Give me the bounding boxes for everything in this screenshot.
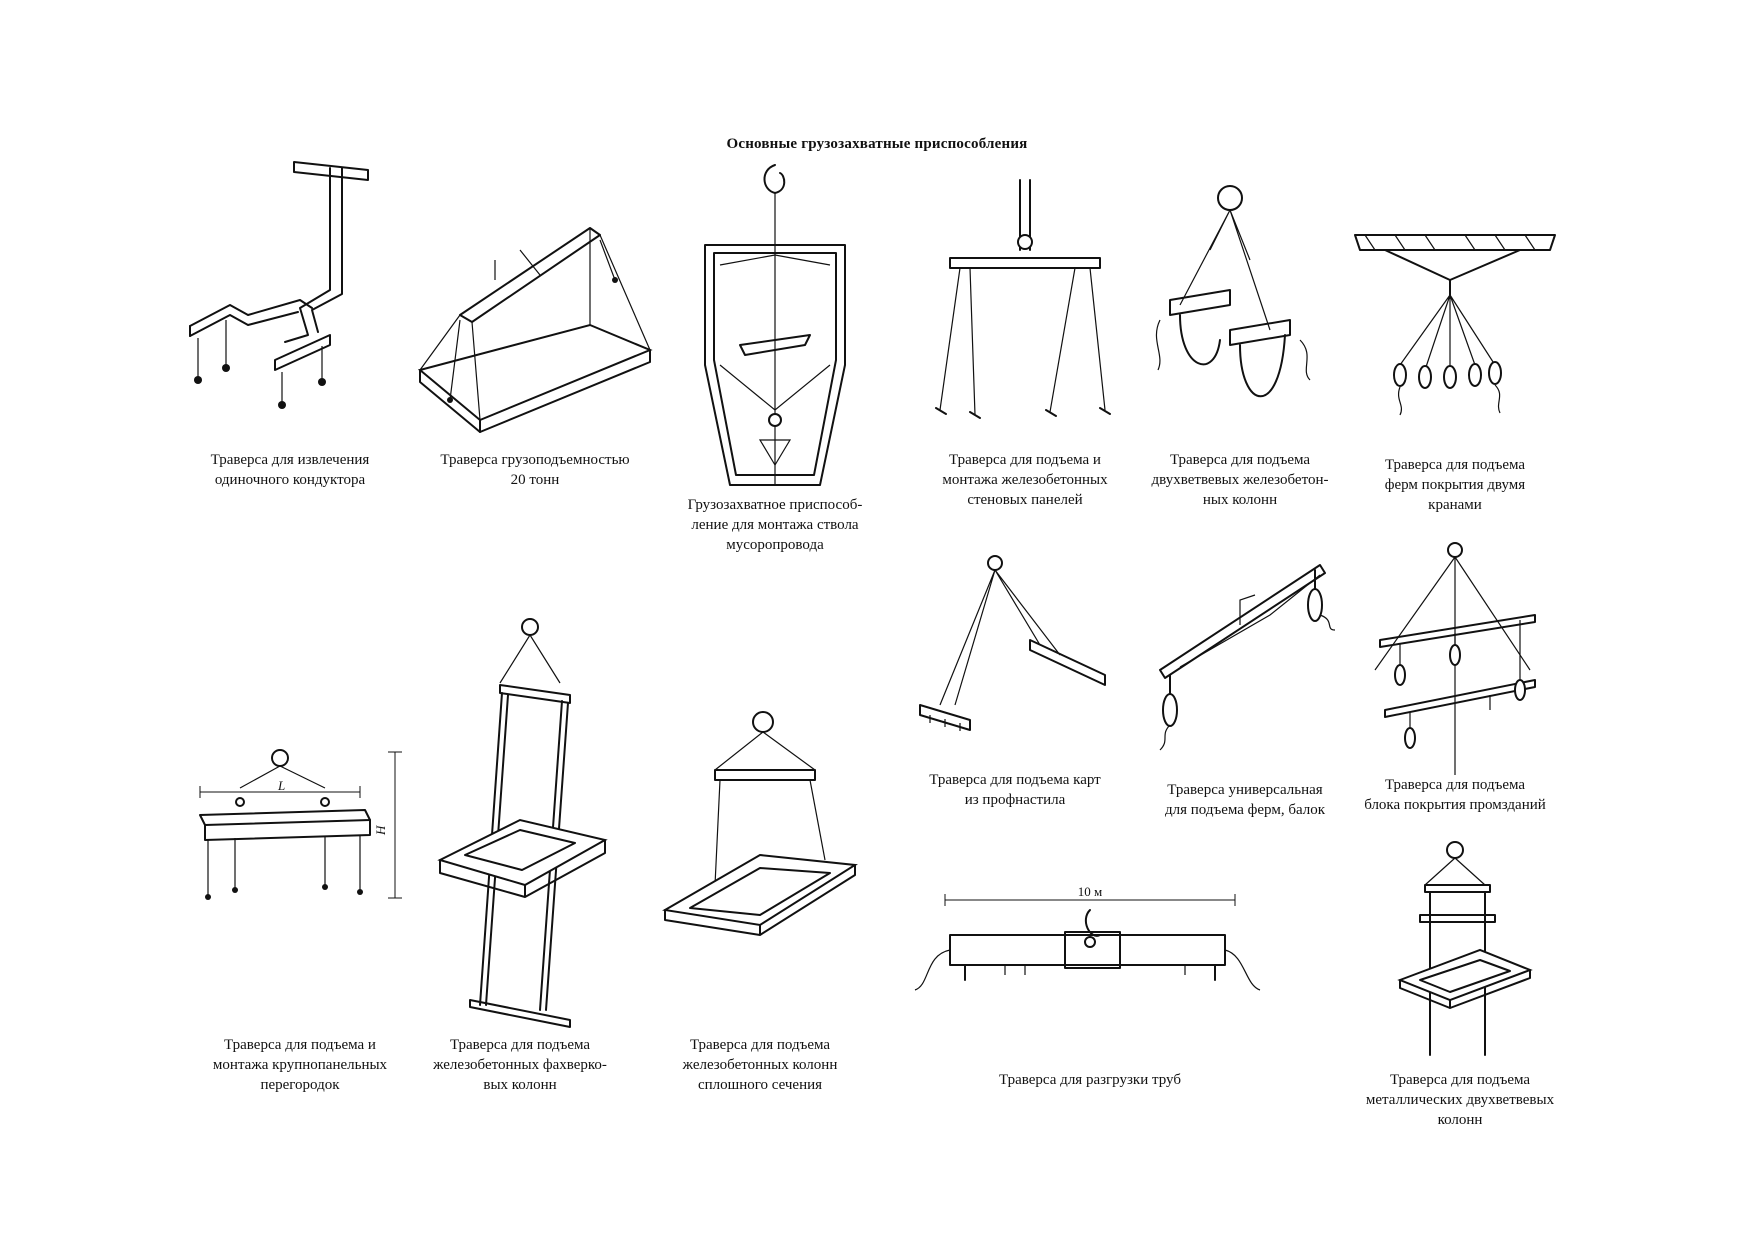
caption-roof-block: Траверса для подъема блока покрытия пром… (1364, 777, 1546, 813)
garbage-chute-device-drawing (700, 165, 850, 495)
wall-panel-traverse-drawing (940, 180, 1110, 460)
height-dimension-label: H (373, 825, 388, 836)
figure-universal-truss-beam-traverse: Траверса универсальная для подъема ферм,… (1140, 555, 1350, 818)
figure-20-ton-traverse: Траверса грузоподъемностью 20 тонн (420, 220, 650, 488)
partition-traverse-drawing: L H (190, 740, 420, 900)
length-dimension-label: L (277, 778, 285, 793)
figure-solid-column-traverse: Траверса для подъема железобетонных коло… (665, 710, 855, 1093)
caption-profile-deck: Траверса для подъема карт из профнастила (929, 772, 1101, 808)
caption-conductor-extraction: Траверса для извлечения одиночного конду… (210, 452, 370, 488)
pipe-unloading-traverse-drawing: 10 м (925, 884, 1255, 1040)
caption-half-timbered-column: Траверса для подъема железобетонных фахв… (433, 1037, 607, 1093)
figure-partition-traverse: L H Траверса для подъема и монтажа крупн… (190, 740, 420, 1093)
metal-column-traverse-drawing (1390, 840, 1530, 1060)
caption-solid-column: Траверса для подъема железобетонных коло… (682, 1037, 838, 1093)
caption-wall-panel-traverse: Траверса для подъема и монтажа железобет… (942, 452, 1108, 508)
figure-wall-panel-traverse: Траверса для подъема и монтажа железобет… (940, 180, 1110, 508)
caption-pipe-unloading: Траверса для разгрузки труб (999, 1072, 1181, 1088)
roof-block-traverse-drawing (1370, 540, 1540, 770)
solid-column-traverse-drawing (665, 710, 855, 940)
figure-half-timbered-column-traverse: Траверса для подъема железобетонных фахв… (433, 615, 600, 1093)
universal-truss-beam-traverse-drawing (1140, 555, 1350, 755)
caption-20-ton-traverse: Траверса грузоподъемностью 20 тонн (440, 452, 630, 488)
caption-universal-traverse: Траверса универсальная для подъема ферм,… (1164, 782, 1326, 818)
two-branch-column-traverse-drawing (1150, 180, 1330, 450)
figure-metal-column-traverse: Траверса для подъема металлических двухв… (1366, 840, 1554, 1128)
figure-truss-two-cranes-traverse: Траверса для подъема ферм покрытия двумя… (1355, 225, 1555, 513)
caption-truss-two-cranes: Траверса для подъема ферм покрытия двумя… (1384, 457, 1526, 513)
caption-garbage-chute-device: Грузозахватное приспособ- ление для монт… (687, 497, 863, 553)
pipe-length-label: 10 м (1078, 884, 1102, 899)
page-title: Основные грузозахватные приспособления (726, 136, 1028, 152)
figure-garbage-chute-device: Грузозахватное приспособ- ление для монт… (688, 165, 862, 553)
caption-partition-traverse: Траверса для подъема и монтажа крупнопан… (212, 1037, 388, 1093)
conductor-extraction-traverse-drawing (190, 160, 390, 409)
profile-deck-traverse-drawing (910, 555, 1120, 755)
figure-conductor-extraction-traverse: Траверса для извлечения одиночного конду… (190, 160, 390, 488)
figure-roof-block-traverse: Траверса для подъема блока покрытия пром… (1364, 540, 1546, 813)
half-timbered-column-traverse-drawing (440, 615, 600, 1035)
figure-pipe-unloading-traverse: 10 м Траверса для разгрузки труб (925, 880, 1255, 1088)
figure-two-branch-column-traverse: Траверса для подъема двухветвевых железо… (1150, 180, 1330, 508)
truss-two-cranes-traverse-drawing (1355, 225, 1555, 435)
20-ton-traverse-drawing (420, 220, 650, 460)
caption-two-branch-column-traverse: Траверса для подъема двухветвевых железо… (1151, 452, 1329, 508)
figure-profile-deck-traverse: Траверса для подъема карт из профнастила (910, 555, 1120, 808)
caption-metal-column: Траверса для подъема металлических двухв… (1365, 1072, 1555, 1128)
